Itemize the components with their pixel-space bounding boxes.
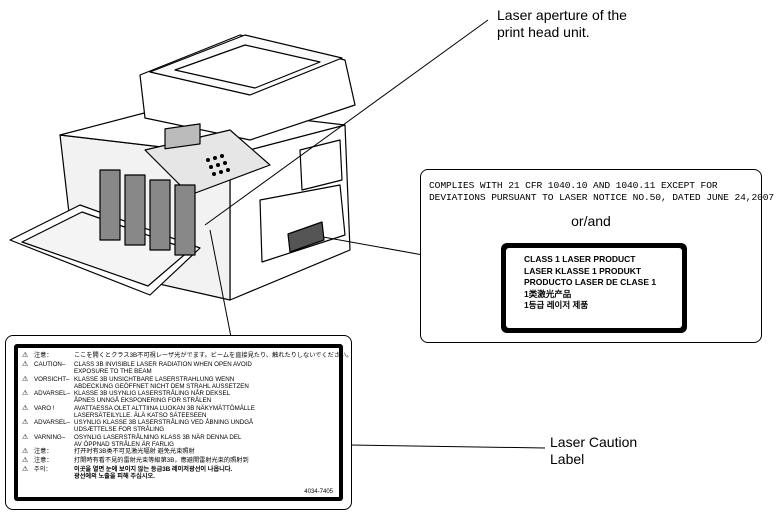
label-code: 4034-7405 bbox=[304, 489, 333, 495]
class1-line: LASER KLASSE 1 PRODUKT bbox=[524, 265, 642, 276]
caution-label-border: ⚠ 注意： ここを開くとクラス3B不可視レーザ光がでます。ビームを直接見たり、触れた… bbox=[14, 344, 352, 501]
warning-triangle-icon: ⚠ bbox=[22, 361, 29, 368]
caution-row-text: CLASS 3B INVISIBLE LASER RADIATION WHEN … bbox=[74, 361, 252, 375]
aperture-callout: Laser aperture of the print head unit. bbox=[497, 7, 627, 41]
caution-label-body: ⚠ 注意： ここを開くとクラス3B不可視レーザ光がでます。ビームを直接見たり、触れた… bbox=[18, 348, 352, 497]
class1-label: CLASS 1 LASER PRODUCT LASER KLASSE 1 PRO… bbox=[501, 243, 687, 333]
caution-row-line2: ABDECKUNG GEÖFFNET NICHT DEM STRAHL AUSS… bbox=[74, 382, 249, 390]
caution-row-text: 打開時有看不見的雷射光束等級第3B，應避開雷射光束的照射到 bbox=[74, 457, 249, 464]
caution-row-key: CAUTION– bbox=[34, 361, 66, 368]
class1-label-lines: CLASS 1 LASER PRODUCT LASER KLASSE 1 PRO… bbox=[524, 254, 656, 312]
warning-triangle-icon: ⚠ bbox=[22, 375, 29, 383]
caution-row-key: ADVARSEL– bbox=[34, 390, 70, 397]
caution-row-line1: 이곳을 열면 눈에 보이지 않는 등급3B 레이저광선이 나옵니다. bbox=[74, 466, 233, 473]
caution-row-key: VARNING– bbox=[34, 433, 66, 441]
caution-row-text: USYNLIG KLASSE 3B LASERSTRÅLING VED ÅBNI… bbox=[74, 419, 253, 433]
compliance-line1: COMPLIES WITH 21 CFR 1040.10 AND 1040.11… bbox=[429, 180, 718, 191]
warning-triangle-icon: ⚠ bbox=[22, 352, 29, 359]
caution-row-line1: KLASSE 3B UNSICHTBARE LASERSTRAHLUNG WEN… bbox=[74, 375, 235, 383]
caution-callout-line1: Laser Caution bbox=[550, 434, 638, 450]
caution-row-key: 注意： bbox=[34, 457, 53, 464]
caution-row-line1: ここを開くとクラス3B不可視レーザ光がでます。ビームを直接見たり、触れたりしない… bbox=[74, 352, 353, 359]
caution-row-text: 이곳을 열면 눈에 보이지 않는 등급3B 레이저광선이 나옵니다.광선에의 노… bbox=[74, 466, 232, 480]
caution-row-key: VORSICHT– bbox=[34, 375, 70, 383]
caution-row-text: AVATTAESSA OLET ALTTIINA LUOKAN 3B NÄKYM… bbox=[74, 405, 255, 419]
caution-row-line2: AV ÖPPNAD STRÅLEN ÄR FARLIG bbox=[74, 440, 174, 448]
class1-line: PRODUCTO LASER DE CLASE 1 bbox=[524, 277, 657, 287]
caution-callout-line2: Label bbox=[550, 451, 585, 467]
or-and-text: or/and bbox=[571, 213, 611, 229]
caution-callout: Laser Caution Label bbox=[550, 434, 637, 468]
caution-row-line1: USYNLIG KLASSE 3B LASERSTRÅLING VED ÅBNI… bbox=[74, 419, 254, 426]
caution-row-line1: CLASS 3B INVISIBLE LASER RADIATION WHEN … bbox=[74, 361, 252, 368]
caution-row-line2: EXPOSURE TO THE BEAM bbox=[74, 368, 152, 375]
caution-row-line1: 打开时有3B类不可见激光辐射 避免光束照射 bbox=[74, 448, 195, 455]
warning-triangle-icon: ⚠ bbox=[22, 433, 29, 441]
caution-row-text: KLASSE 3B UNSICHTBARE LASERSTRAHLUNG WEN… bbox=[74, 376, 249, 390]
compliance-line2: DEVIATIONS PURSUANT TO LASER NOTICE NO.5… bbox=[429, 192, 776, 203]
class1-line: CLASS 1 LASER PRODUCT bbox=[524, 254, 636, 264]
caution-row-text: 打开时有3B类不可见激光辐射 避免光束照射 bbox=[74, 448, 195, 455]
caution-row-key: 注意： bbox=[34, 448, 53, 455]
class1-line: 1등급 레이저 제품 bbox=[524, 300, 589, 310]
aperture-callout-line2: print head unit. bbox=[497, 24, 590, 40]
aperture-callout-line1: Laser aperture of the bbox=[497, 7, 627, 23]
caution-row-line1: KLASSE 3B USYNLIG LASERSTRÅLING NÅR DEKS… bbox=[74, 390, 231, 397]
warning-triangle-icon: ⚠ bbox=[22, 404, 29, 412]
compliance-panel: COMPLIES WITH 21 CFR 1040.10 AND 1040.11… bbox=[420, 169, 776, 343]
warning-triangle-icon: ⚠ bbox=[22, 448, 29, 455]
caution-row-text: ここを開くとクラス3B不可視レーザ光がでます。ビームを直接見たり、触れたりしない… bbox=[74, 352, 352, 359]
caution-row-line1: 打開時有看不見的雷射光束等級第3B，應避開雷射光束的照射到 bbox=[74, 457, 249, 464]
caution-row-text: OSYNLIG LASERSTRÅLNING KLASS 3B NÄR DENN… bbox=[74, 434, 241, 448]
caution-row-line1: AVATTAESSA OLET ALTTIINA LUOKAN 3B NÄKYM… bbox=[74, 404, 255, 412]
caution-row-key: 주의： bbox=[34, 466, 52, 473]
caution-row-line2: ÅPNES UNNGÅ EKSPONERING FOR STRÅLEN bbox=[74, 397, 212, 404]
compliance-statement: COMPLIES WITH 21 CFR 1040.10 AND 1040.11… bbox=[429, 180, 776, 204]
warning-triangle-icon: ⚠ bbox=[22, 390, 29, 397]
laser-caution-label-panel: ⚠ 注意： ここを開くとクラス3B不可視レーザ光がでます。ビームを直接見たり、触れた… bbox=[5, 335, 352, 510]
caution-row-key: VARO ! bbox=[34, 404, 55, 412]
class1-line: 1类激光产品 bbox=[524, 288, 572, 299]
caution-row-key: 注意： bbox=[34, 352, 53, 359]
caution-row-key: ADVARSEL– bbox=[34, 419, 70, 426]
caution-row-line1: OSYNLIG LASERSTRÅLNING KLASS 3B NÄR DENN… bbox=[74, 433, 242, 441]
warning-triangle-icon: ⚠ bbox=[22, 466, 29, 473]
caution-row-line2: LASERSÄTEILYLLE. ÄLÄ KATSO SÄTEESEEN bbox=[74, 411, 207, 419]
warning-triangle-icon: ⚠ bbox=[22, 419, 29, 426]
caution-row-text: KLASSE 3B USYNLIG LASERSTRÅLING NÅR DEKS… bbox=[74, 390, 230, 404]
caution-row-line2: 광선에의 노출을 피해 주십시오. bbox=[74, 473, 155, 480]
caution-row-line2: UDSÆTTELSE FOR STRÅLING bbox=[74, 426, 165, 433]
warning-triangle-icon: ⚠ bbox=[22, 457, 29, 464]
